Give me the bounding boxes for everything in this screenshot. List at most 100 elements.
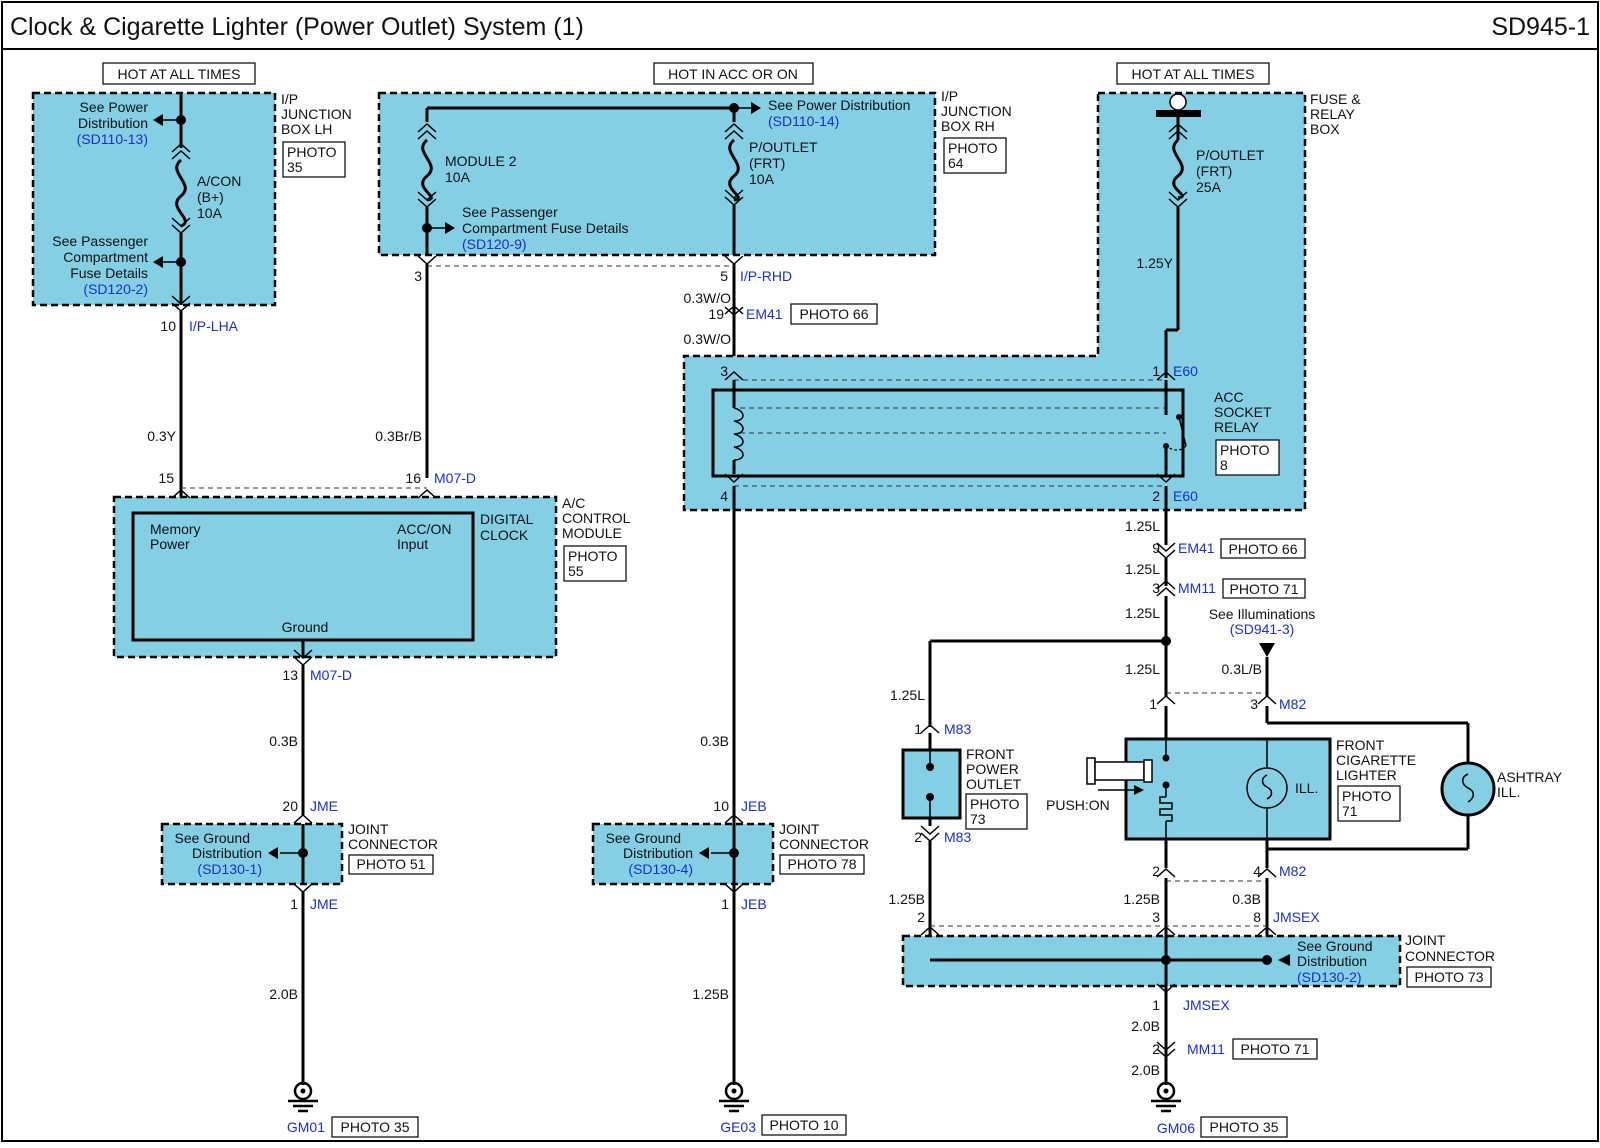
- lighter-name-3: LIGHTER: [1336, 767, 1397, 783]
- wire-1.25b-mid: 1.25B: [692, 986, 729, 1002]
- mm11-connector: MM11: [1178, 580, 1216, 596]
- jb-rh-name-2: JUNCTION: [941, 103, 1012, 119]
- em41-photo-b: PHOTO 66: [1229, 541, 1298, 557]
- wire-2.0b-b: 2.0B: [1131, 1062, 1160, 1078]
- wire-0.3b-lighter: 0.3B: [1232, 891, 1261, 907]
- memory-power-1: Memory: [150, 521, 201, 537]
- digital-clock-2: CLOCK: [480, 527, 529, 543]
- outlet-ground-circuit: [920, 818, 940, 936]
- jmsex-see-ref[interactable]: (SD130-2): [1297, 969, 1362, 985]
- front-power-outlet: [901, 748, 962, 820]
- jmsex-pin-1: 1: [1152, 997, 1160, 1013]
- diagram-title: Clock & Cigarette Lighter (Power Outlet)…: [10, 13, 584, 41]
- acc-input-2: Input: [397, 536, 428, 552]
- jmsex-connector-top: JMSEX: [1273, 909, 1320, 925]
- jb-rh-name-1: I/P: [941, 88, 958, 104]
- jb-rh-name-3: BOX RH: [941, 118, 995, 134]
- m83-connector-top: M83: [944, 721, 971, 737]
- jb-rh-fuse2-1: P/OUTLET: [749, 139, 818, 155]
- relay-photo-1: PHOTO: [1220, 442, 1270, 458]
- wire-1.25l-b: 1.25L: [1125, 561, 1160, 577]
- right-feed-circuit: [920, 486, 1470, 851]
- joint-connector-jme: [160, 822, 344, 886]
- jeb-pin-1: 1: [721, 896, 729, 912]
- relay-pin-4: 4: [720, 488, 728, 504]
- jeb-name-2: CONNECTOR: [779, 836, 869, 852]
- jeb-pin-10: 10: [713, 798, 729, 814]
- jb-lh-photo-box: [282, 141, 346, 178]
- jb-rh-connector: I/P-RHD: [740, 268, 792, 284]
- wire-2.0b-a: 2.0B: [1131, 1018, 1160, 1034]
- jmsex-pin-8: 8: [1253, 909, 1261, 925]
- jme-connector-top: JME: [310, 798, 338, 814]
- jmsex-pin-2: 2: [917, 909, 925, 925]
- gm06-photo: PHOTO 35: [1210, 1119, 1279, 1135]
- wire-1.25l-a: 1.25L: [1125, 518, 1160, 534]
- jb-lh-circuit: [153, 93, 191, 499]
- fuse-relay-fuse-3: 25A: [1196, 179, 1222, 195]
- fuse-relay-name-3: BOX: [1310, 121, 1340, 137]
- jmsex-name-1: JOINT: [1405, 932, 1446, 948]
- relay-connector-top: E60: [1173, 363, 1198, 379]
- m82-pin-1: 1: [1149, 696, 1157, 712]
- jb-lh-fuse-2: (B+): [197, 189, 224, 205]
- jb-lh-see-pass-2: Compartment: [63, 249, 148, 265]
- jb-lh-photo-1: PHOTO: [287, 144, 337, 160]
- relay-photo-box: [1215, 439, 1280, 476]
- relay-name-3: RELAY: [1214, 419, 1260, 435]
- ashtray-name-1: ASHTRAY: [1497, 769, 1563, 785]
- jme-name-1: JOINT: [348, 821, 389, 837]
- hot-label-box-1: [102, 62, 256, 85]
- front-cigarette-lighter: [1124, 737, 1332, 841]
- em41-connector-b: EM41: [1178, 540, 1215, 556]
- em41-pin-9: 9: [1152, 540, 1160, 556]
- jb-lh-see-power-ref[interactable]: (SD110-13): [77, 131, 148, 147]
- outlet-name-3: OUTLET: [966, 776, 1022, 792]
- mm11-photo: PHOTO 71: [1230, 581, 1299, 597]
- module-pin-15: 15: [158, 470, 174, 486]
- jb-rh-see-pass-2: Compartment Fuse Details: [462, 220, 629, 236]
- ge03-photo-box: [761, 1114, 847, 1136]
- jmsex-name-2: CONNECTOR: [1405, 948, 1495, 964]
- m07-pin-13: 13: [282, 667, 298, 683]
- mm11-pin-2: 2: [1152, 1041, 1160, 1057]
- hot-label-3: HOT AT ALL TIMES: [1132, 66, 1255, 82]
- ashtray-lamp-icon: [1440, 761, 1496, 817]
- jb-lh-see-pass-1: See Passenger: [52, 233, 148, 249]
- wire-0.3y: 0.3Y: [147, 428, 176, 444]
- lighter-internal: [1159, 706, 1288, 839]
- module-photo-box: [563, 545, 627, 582]
- fuse-relay-name-2: RELAY: [1310, 106, 1356, 122]
- jeb-see-ref[interactable]: (SD130-4): [628, 861, 693, 877]
- see-illuminations-ref[interactable]: (SD941-3): [1230, 621, 1295, 637]
- jb-rh-photo-1: PHOTO: [948, 140, 998, 156]
- jme-see-2: Distribution: [192, 845, 262, 861]
- ashtray-name-2: ILL.: [1497, 784, 1520, 800]
- jeb-circuit: [699, 813, 744, 894]
- lighter-ground-circuit: [930, 839, 1290, 1085]
- m82-pin-3: 3: [1250, 696, 1258, 712]
- jb-rh-pin-5: 5: [720, 268, 728, 284]
- jb-rh-see-power-ref[interactable]: (SD110-14): [768, 113, 839, 129]
- jeb-connector-bot: JEB: [741, 896, 767, 912]
- jb-lh-see-pass-ref[interactable]: (SD120-2): [83, 281, 148, 297]
- wire-0.3brb: 0.3Br/B: [375, 428, 422, 444]
- m83-pin-1: 1: [914, 721, 922, 737]
- module-photo-2: 55: [568, 563, 584, 579]
- mm11-photo-box-b: [1232, 1038, 1318, 1060]
- module-name-1: A/C: [562, 495, 585, 511]
- digital-clock: [131, 511, 475, 642]
- jme-see-ref[interactable]: (SD130-1): [197, 861, 262, 877]
- jb-lh-photo-2: 35: [287, 159, 303, 175]
- jeb-name-1: JOINT: [779, 821, 820, 837]
- wire-1.25b-outlet: 1.25B: [888, 891, 925, 907]
- hot-label-box-3: [1116, 62, 1270, 85]
- module-ground-label: Ground: [282, 619, 329, 635]
- memory-power-2: Power: [150, 536, 190, 552]
- jb-rh-see-pass-ref[interactable]: (SD120-9): [462, 236, 527, 252]
- em41-photo: PHOTO 66: [800, 306, 869, 322]
- fuse-relay-fuse-1: P/OUTLET: [1196, 147, 1265, 163]
- see-illuminations: See Illuminations: [1209, 606, 1316, 622]
